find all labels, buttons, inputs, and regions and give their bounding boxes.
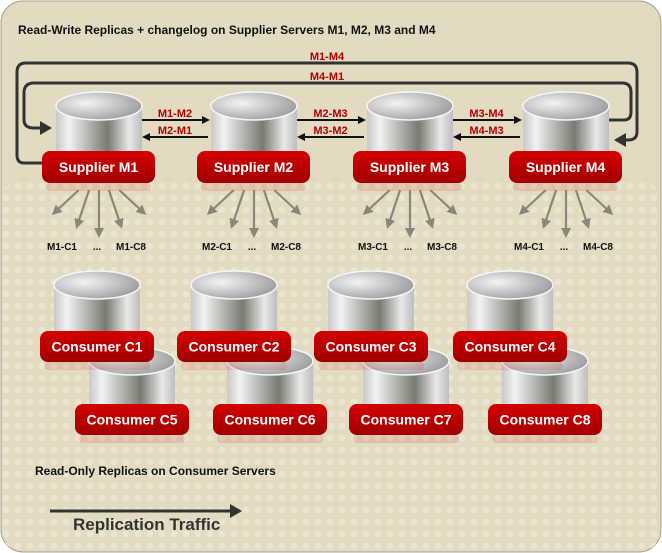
consumer-c6-label[interactable]: Consumer C6: [213, 404, 327, 443]
fan-arrow: [585, 189, 614, 216]
fan-arrow: [541, 189, 558, 229]
consumer-c5-label-text: Consumer C5: [86, 412, 177, 428]
fan-label: M3-C1: [358, 242, 388, 253]
fan-label: M2-C1: [202, 242, 232, 253]
fan-label: M4-C1: [514, 242, 544, 253]
fan-arrow: [206, 189, 235, 216]
legend-label: Replication Traffic: [73, 515, 220, 534]
loop-arrow-m1-m4: [15, 61, 639, 165]
consumer-c3-label[interactable]: Consumer C3: [314, 331, 428, 370]
consumer-c1-label-text: Consumer C1: [51, 339, 142, 355]
consumer-cylinder: [53, 270, 141, 345]
consumer-c6-label-text: Consumer C6: [224, 412, 315, 428]
fan-arrow: [262, 189, 279, 229]
link-label-forward: M3-M4: [469, 108, 504, 120]
consumer-c5-label[interactable]: Consumer C5: [75, 404, 189, 443]
consumer-c1-label[interactable]: Consumer C1: [40, 331, 154, 370]
fan-arrow: [51, 189, 80, 216]
fan-arrow: [74, 189, 91, 229]
fan-arrow: [385, 189, 402, 229]
diagram-title: Read-Write Replicas + changelog on Suppl…: [18, 23, 436, 37]
consumer-c2-label-text: Consumer C2: [188, 339, 279, 355]
fan-label: ...: [248, 242, 257, 253]
consumer-c7-label-text: Consumer C7: [360, 412, 451, 428]
fan-arrow: [229, 189, 246, 229]
consumer-caption: Read-Only Replicas on Consumer Servers: [35, 464, 276, 478]
consumer-c7-label[interactable]: Consumer C7: [349, 404, 463, 443]
fan-arrow: [418, 189, 435, 229]
consumer-cylinder: [190, 270, 278, 345]
fan-arrow: [518, 189, 547, 216]
supplier-m2-label[interactable]: Supplier M2: [197, 151, 310, 191]
supplier-m3-label[interactable]: Supplier M3: [353, 151, 466, 191]
consumer-c8-label-text: Consumer C8: [499, 412, 590, 428]
consumer-c4-label-text: Consumer C4: [464, 339, 555, 355]
fan-label: M3-C8: [427, 242, 457, 253]
supplier-cylinder: [55, 91, 143, 166]
fan-label: M1-C8: [116, 242, 146, 253]
fan-arrow: [429, 189, 458, 216]
link-label-forward: M1-M2: [158, 108, 192, 120]
fan-arrow: [107, 189, 124, 229]
loop-arrow-m4-m1: [22, 81, 633, 135]
fan-label: M4-C8: [583, 242, 613, 253]
consumer-cylinder: [327, 270, 415, 345]
loop-label-m1-m4: M1-M4: [310, 51, 345, 63]
fan-label: ...: [93, 242, 102, 253]
link-label-backward: M3-M2: [313, 125, 347, 137]
fan-arrow: [362, 189, 391, 216]
supplier-m4-label-text: Supplier M4: [526, 159, 606, 175]
fan-label: ...: [404, 242, 413, 253]
fan-label: M1-C1: [47, 242, 77, 253]
consumer-c3-label-text: Consumer C3: [325, 339, 416, 355]
loop-label-m4-m1: M4-M1: [310, 71, 344, 83]
supplier-m1-label[interactable]: Supplier M1: [42, 151, 155, 191]
link-label-backward: M2-M1: [158, 125, 192, 137]
fan-label: M2-C8: [271, 242, 301, 253]
supplier-m1-label-text: Supplier M1: [59, 159, 139, 175]
link-label-forward: M2-M3: [313, 108, 347, 120]
fan-label: ...: [560, 242, 569, 253]
fan-arrow: [273, 189, 302, 216]
consumer-c2-label[interactable]: Consumer C2: [177, 331, 291, 370]
link-label-backward: M4-M3: [469, 125, 503, 137]
fan-arrow: [118, 189, 147, 216]
consumer-c4-label[interactable]: Consumer C4: [453, 331, 567, 370]
supplier-m4-label[interactable]: Supplier M4: [509, 151, 622, 191]
fan-arrow: [574, 189, 591, 229]
consumer-c8-label[interactable]: Consumer C8: [488, 404, 602, 443]
supplier-m2-label-text: Supplier M2: [214, 159, 294, 175]
consumer-cylinder: [466, 270, 554, 345]
supplier-m3-label-text: Supplier M3: [370, 159, 450, 175]
